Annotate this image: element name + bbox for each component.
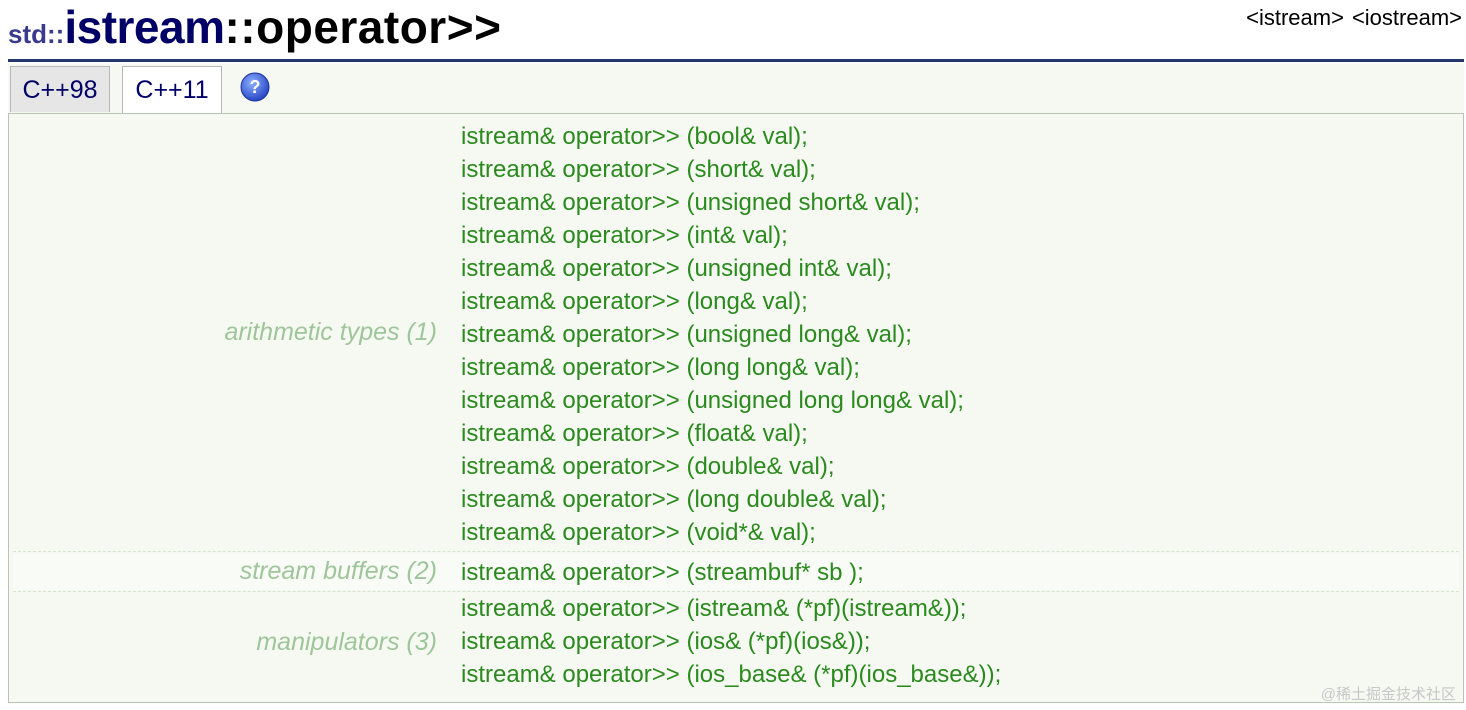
- prototype-line: istream& operator>> (float& val);: [461, 420, 808, 447]
- section-manipulators: manipulators (3) istream& operator>> (is…: [13, 592, 1459, 692]
- prototype-line: istream& operator>> (long double& val);: [461, 486, 887, 513]
- title-divider: [8, 59, 1464, 62]
- prototype-line: istream& operator>> (ios& (*pf)(ios&));: [461, 628, 871, 655]
- section-label: stream buffers (2): [239, 557, 437, 585]
- section-stream-buffers: stream buffers (2) istream& operator>> (…: [13, 554, 1459, 590]
- section-label: manipulators (3): [256, 628, 437, 656]
- prototype-line: istream& operator>> (unsigned short& val…: [461, 189, 920, 216]
- question-mark-icon[interactable]: ?: [240, 72, 270, 102]
- prototype-line: istream& operator>> (unsigned int& val);: [461, 255, 892, 282]
- header-files: <istream> <iostream>: [1246, 5, 1462, 31]
- prototype-line: istream& operator>> (long& val);: [461, 288, 808, 315]
- section-divider: [13, 591, 1459, 592]
- tab-cpp98[interactable]: C++98: [10, 66, 110, 112]
- prototype-line: istream& operator>> (ios_base& (*pf)(ios…: [461, 661, 1002, 688]
- section-divider: [13, 551, 1459, 552]
- prototype-line: istream& operator>> (istream& (*pf)(istr…: [461, 595, 967, 622]
- prototype-list: istream& operator>> (streambuf* sb );: [461, 556, 864, 589]
- header-file-link[interactable]: <iostream>: [1351, 5, 1462, 30]
- title-class-name[interactable]: istream: [64, 1, 225, 53]
- page-header: std:: istream ::operator>> <istream> <io…: [0, 0, 1466, 62]
- prototype-line: istream& operator>> (long long& val);: [461, 354, 860, 381]
- prototype-line: istream& operator>> (double& val);: [461, 453, 835, 480]
- prototype-line: istream& operator>> (streambuf* sb );: [461, 559, 864, 586]
- watermark: @稀土掘金技术社区: [1320, 686, 1456, 703]
- title-member: ::operator>>: [224, 1, 502, 53]
- section-label: arithmetic types (1): [224, 318, 437, 346]
- svg-text:?: ?: [250, 77, 261, 97]
- prototype-line: istream& operator>> (int& val);: [461, 222, 788, 249]
- prototypes-panel: arithmetic types (1) istream& operator>>…: [8, 113, 1464, 703]
- prototype-line: istream& operator>> (unsigned long& val)…: [461, 321, 912, 348]
- section-arithmetic-types: arithmetic types (1) istream& operator>>…: [13, 120, 1459, 550]
- prototype-line: istream& operator>> (bool& val);: [461, 123, 808, 150]
- prototype-line: istream& operator>> (unsigned long long&…: [461, 387, 964, 414]
- version-tab-bar: C++98 C++11 ?: [8, 64, 1464, 115]
- prototype-list: istream& operator>> (istream& (*pf)(istr…: [461, 592, 1001, 691]
- page-title: std:: istream ::operator>>: [8, 0, 501, 56]
- header-file-link[interactable]: <istream>: [1246, 5, 1344, 30]
- prototype-line: istream& operator>> (void*& val);: [461, 519, 816, 546]
- tab-cpp11[interactable]: C++11: [122, 66, 222, 115]
- prototype-line: istream& operator>> (short& val);: [461, 156, 816, 183]
- prototype-list: istream& operator>> (bool& val); istream…: [461, 120, 964, 549]
- title-namespace[interactable]: std::: [8, 19, 65, 49]
